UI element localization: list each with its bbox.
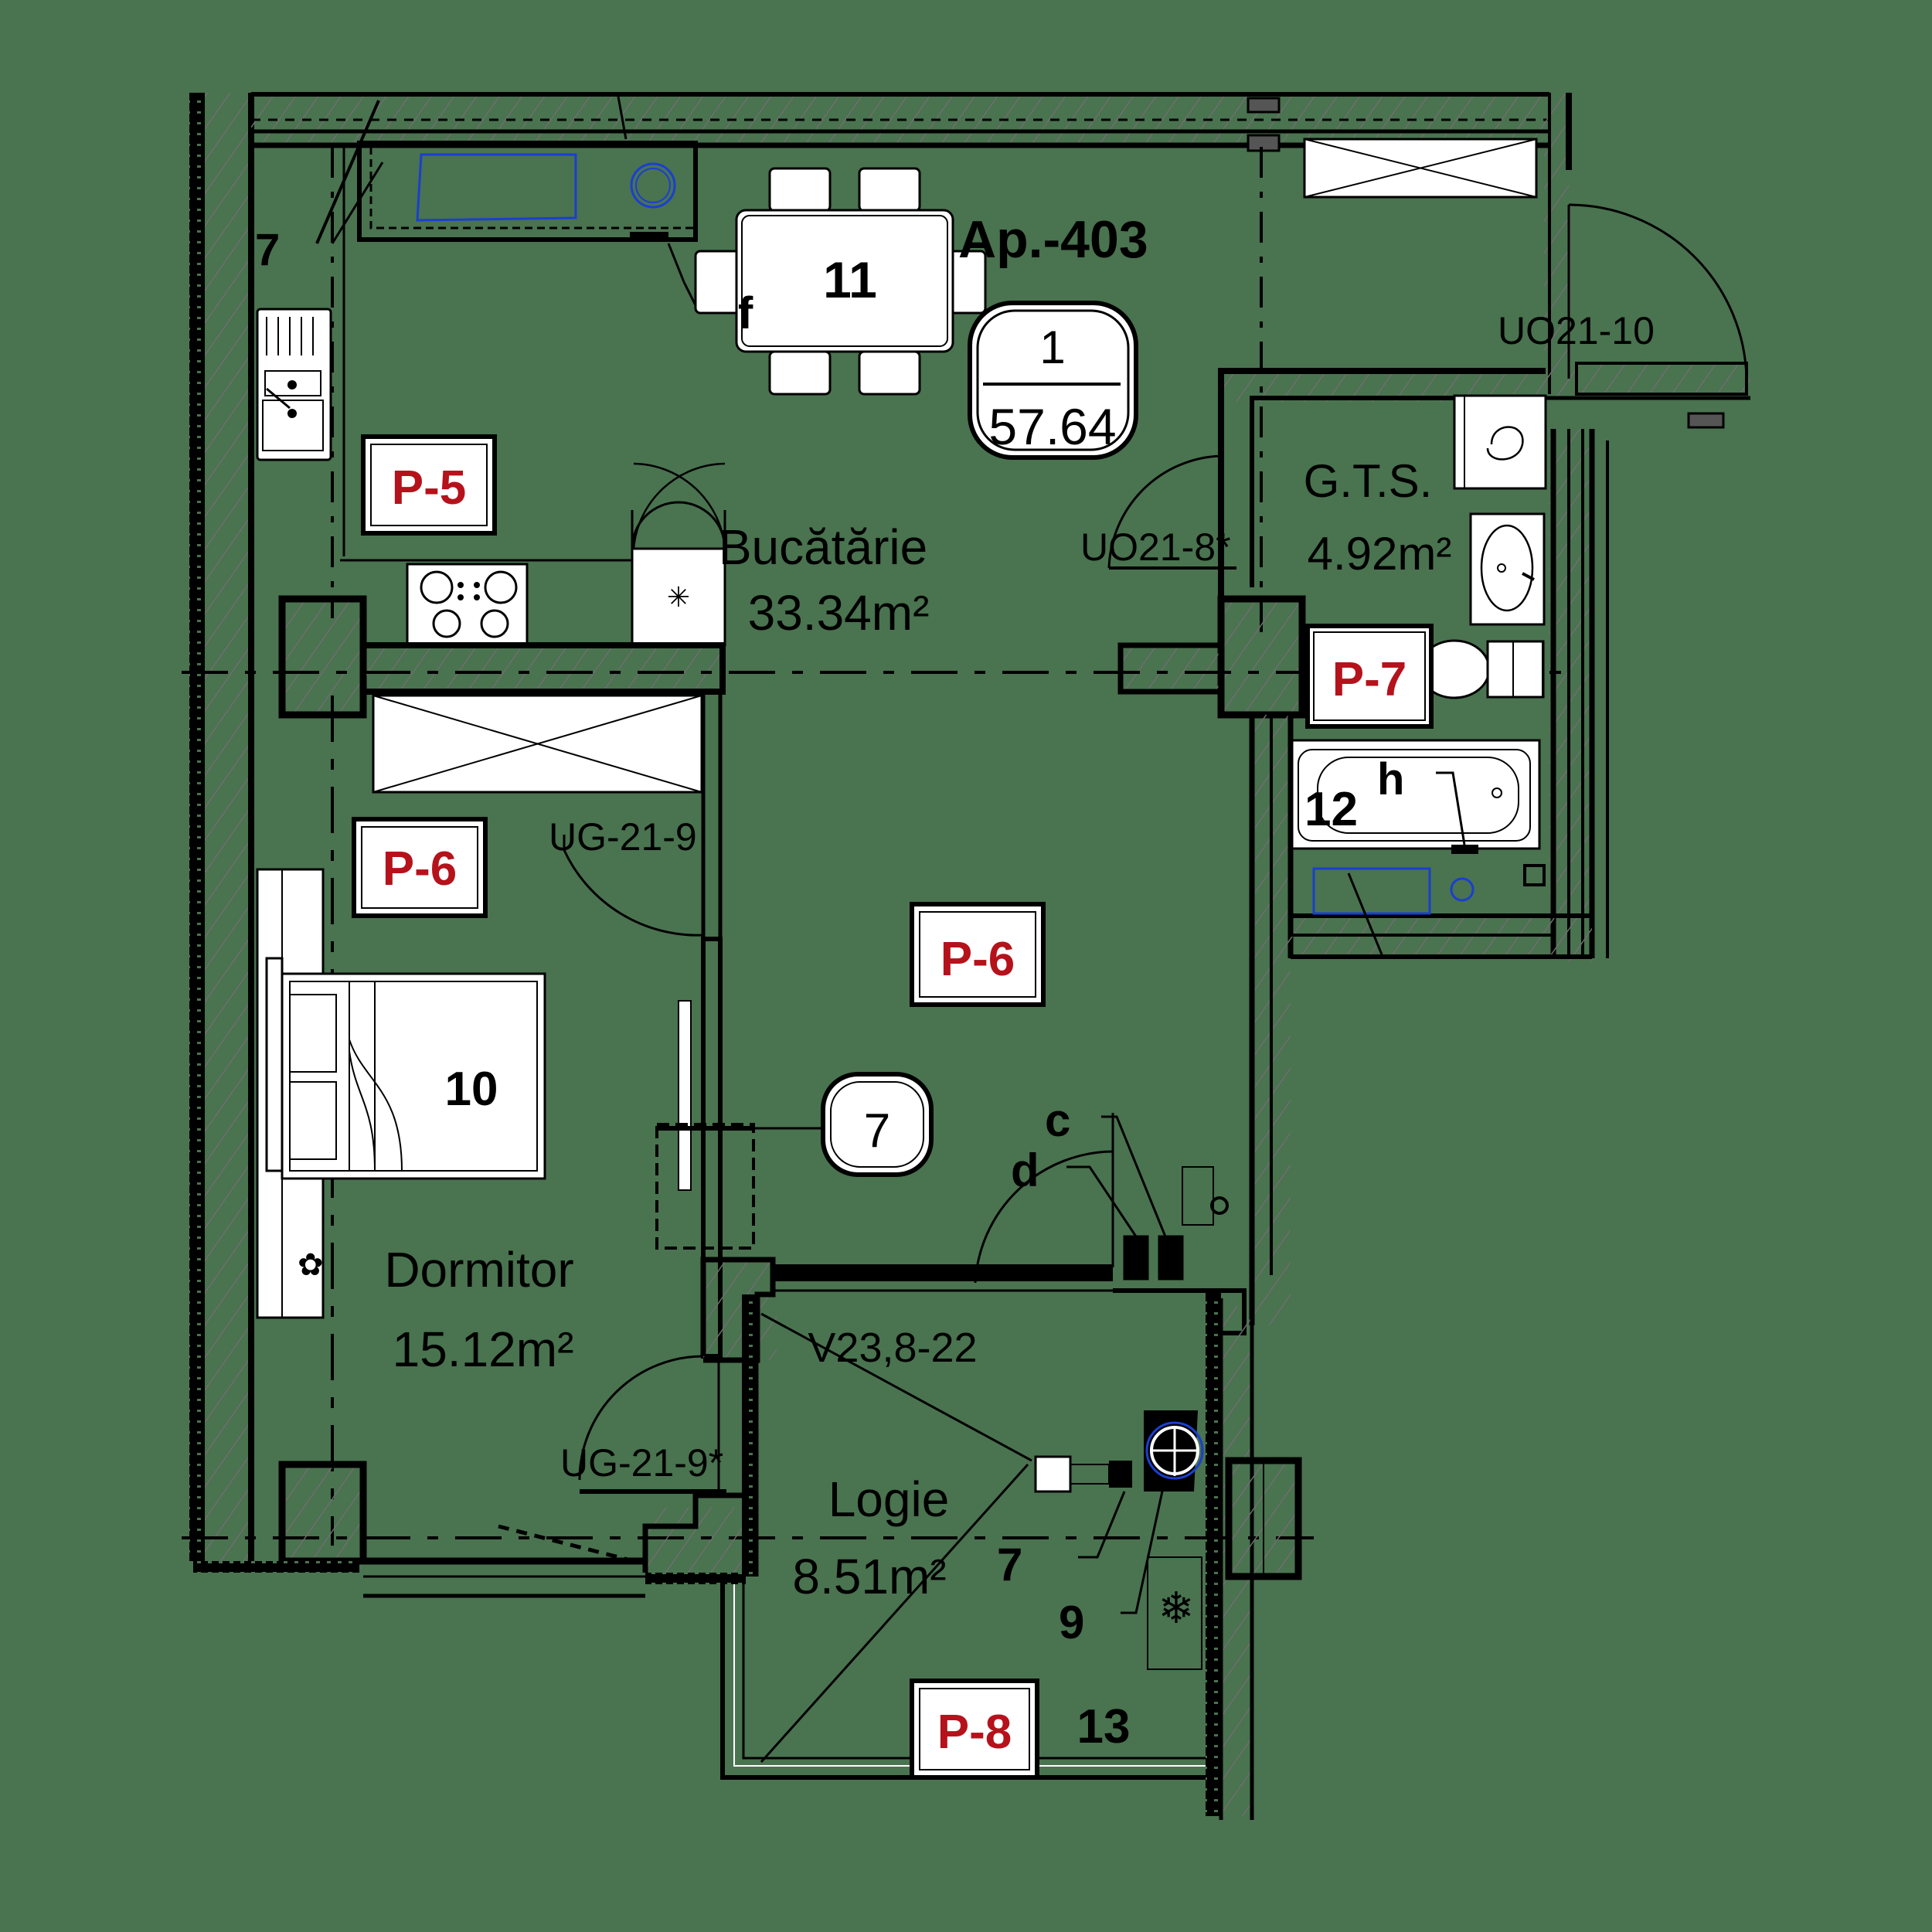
radiator-icon	[655, 1000, 755, 1250]
detail-letter-c: c	[1045, 1094, 1070, 1146]
bedroom-door[interactable]	[563, 796, 705, 937]
bedroom-bottom-wall	[193, 1461, 749, 1598]
fridge-icon: ✳	[631, 462, 726, 647]
room-area-logia: 8.51m²	[792, 1549, 946, 1604]
washing-machine-icon	[1453, 394, 1547, 490]
window-code-logia: V23,8-22	[808, 1325, 977, 1371]
bathtub-icon	[1291, 739, 1541, 850]
apartment-badge	[968, 301, 1138, 460]
boiler-callout-7: 7	[997, 1539, 1022, 1590]
door-code-entry: UO21-10	[1498, 309, 1655, 352]
apartment-rooms-count: 1	[1039, 321, 1065, 373]
snowflake-icon: ❄	[1158, 1583, 1195, 1632]
logia-door[interactable]	[773, 1113, 1114, 1292]
bed-icon	[256, 868, 546, 1319]
room-area-bedroom: 15.12m²	[393, 1321, 574, 1377]
partition-walls	[278, 368, 1609, 1359]
toilet-icon	[1418, 639, 1545, 699]
callout-badge-7	[753, 1072, 934, 1177]
apartment-total-area: 57.64	[988, 398, 1116, 455]
bedroom-logia-door[interactable]	[578, 1355, 726, 1494]
ac-unit-icon	[1147, 1556, 1202, 1670]
finish-tag-p5	[361, 434, 497, 536]
bed-number: 10	[445, 1063, 498, 1116]
table-number: 11	[823, 251, 877, 308]
finish-tag-p6-hall-label: P-6	[940, 933, 1015, 986]
finish-tag-p5-label: P-5	[392, 461, 466, 515]
bath-drain-radiator	[1312, 771, 1546, 959]
finish-tag-p6-hall	[910, 902, 1046, 1007]
room-name-bedroom: Dormitor	[384, 1242, 573, 1298]
finish-tag-p6-bedroom	[352, 817, 488, 918]
room-name-bathroom: G.T.S.	[1304, 455, 1433, 507]
room-name-logia: Logie	[828, 1471, 950, 1527]
ac-callout-9: 9	[1059, 1597, 1084, 1648]
bathtub-number: 12	[1304, 783, 1358, 836]
callout-badge-7-label: 7	[864, 1104, 890, 1158]
logia-number: 13	[1077, 1700, 1131, 1753]
cooktop-icon	[406, 563, 529, 647]
boiler-icon	[1034, 1410, 1204, 1614]
detail-letter-f: f	[738, 288, 753, 338]
door-code-bedroom-logia: UG-21-9*	[560, 1441, 723, 1485]
sink-icon	[256, 308, 332, 461]
kitchen-callout-7: 7	[255, 225, 280, 275]
detail-letter-d: d	[1011, 1145, 1039, 1196]
room-area-bathroom: 4.92m²	[1308, 528, 1452, 580]
logia-walls	[700, 1257, 1302, 1820]
finish-tag-p7	[1305, 624, 1434, 729]
finish-tag-p8	[910, 1679, 1039, 1780]
kitchen-window-radiator	[315, 96, 711, 618]
door-code-bathroom: UO21-8*	[1080, 526, 1231, 569]
plant-icon: ✿	[298, 1248, 324, 1282]
dining-table-icon	[694, 167, 987, 396]
door-code-bedroom: UG-21-9	[549, 815, 697, 859]
room-area-kitchen: 33.34m²	[748, 585, 930, 641]
room-name-kitchen: Bucătărie	[719, 519, 927, 575]
apartment-label: Ap.-403	[958, 210, 1148, 269]
detail-letter-h: h	[1377, 754, 1404, 804]
finish-tag-p6-bedroom-label: P-6	[383, 842, 457, 896]
bathroom-door[interactable]	[1107, 454, 1236, 570]
finish-tag-p8-label: P-8	[937, 1706, 1012, 1759]
washbasin-icon	[1469, 512, 1546, 626]
entry-door[interactable]	[1303, 138, 1748, 379]
finish-tag-p7-label: P-7	[1332, 653, 1406, 706]
svg-text:✳: ✳	[667, 581, 690, 613]
